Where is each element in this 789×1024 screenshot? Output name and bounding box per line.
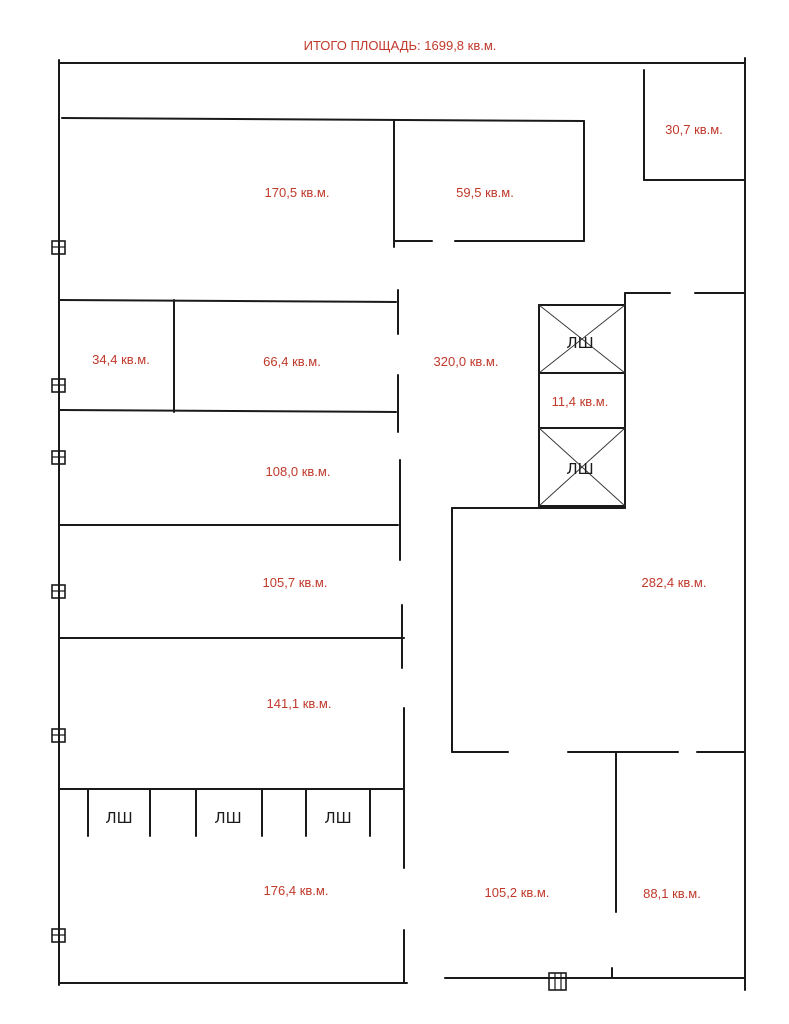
room-area-label: 282,4 кв.м. bbox=[642, 575, 707, 590]
window-icon bbox=[51, 450, 66, 465]
room-walls-108 bbox=[59, 459, 401, 561]
window-icon bbox=[51, 728, 66, 743]
room-walls-170-59 bbox=[61, 117, 585, 248]
room-area-label: 105,7 кв.м. bbox=[263, 575, 328, 590]
room-area-label: 141,1 кв.м. bbox=[267, 696, 332, 711]
room-labels: 30,7 кв.м. 170,5 кв.м. 59,5 кв.м. 34,4 к… bbox=[92, 122, 723, 901]
room-area-label: 34,4 кв.м. bbox=[92, 352, 150, 367]
stair-label: ЛШ bbox=[214, 809, 241, 827]
room-walls-105-88 bbox=[611, 751, 617, 979]
room-area-label: 320,0 кв.м. bbox=[434, 354, 499, 369]
total-area-title: ИТОГО ПЛОЩАДЬ: 1699,8 кв.м. bbox=[304, 38, 497, 53]
room-area-label: 170,5 кв.м. bbox=[265, 185, 330, 200]
stair-label: ЛШ bbox=[566, 460, 593, 478]
window-icon bbox=[51, 378, 66, 393]
room-area-label: 108,0 кв.м. bbox=[266, 464, 331, 479]
room-walls-105-7 bbox=[59, 604, 405, 669]
room-area-label: 176,4 кв.м. bbox=[264, 883, 329, 898]
room-area-label: 11,4 кв.м. bbox=[552, 394, 609, 409]
stair-label: ЛШ bbox=[324, 809, 351, 827]
outer-walls bbox=[58, 57, 746, 991]
window-icon bbox=[51, 240, 66, 255]
window-icon bbox=[51, 584, 66, 599]
window-icon bbox=[51, 928, 66, 943]
room-area-label: 59,5 кв.м. bbox=[456, 185, 514, 200]
room-area-label: 88,1 кв.м. bbox=[643, 886, 701, 901]
room-area-label: 66,4 кв.м. bbox=[263, 354, 321, 369]
window-icons bbox=[51, 240, 567, 991]
room-walls-141 bbox=[59, 707, 405, 984]
room-area-label: 105,2 кв.м. bbox=[485, 885, 550, 900]
room-area-label: 30,7 кв.м. bbox=[665, 122, 723, 137]
room-walls-34-66 bbox=[59, 289, 399, 433]
stair-shaft-lower bbox=[538, 427, 626, 507]
stair-label: ЛШ bbox=[566, 334, 593, 352]
room-walls-30-7 bbox=[643, 69, 746, 181]
stair-shaft-upper bbox=[538, 304, 626, 374]
door-icon bbox=[548, 972, 567, 991]
stair-label: ЛШ bbox=[105, 809, 132, 827]
stair-cubicles bbox=[87, 789, 371, 837]
